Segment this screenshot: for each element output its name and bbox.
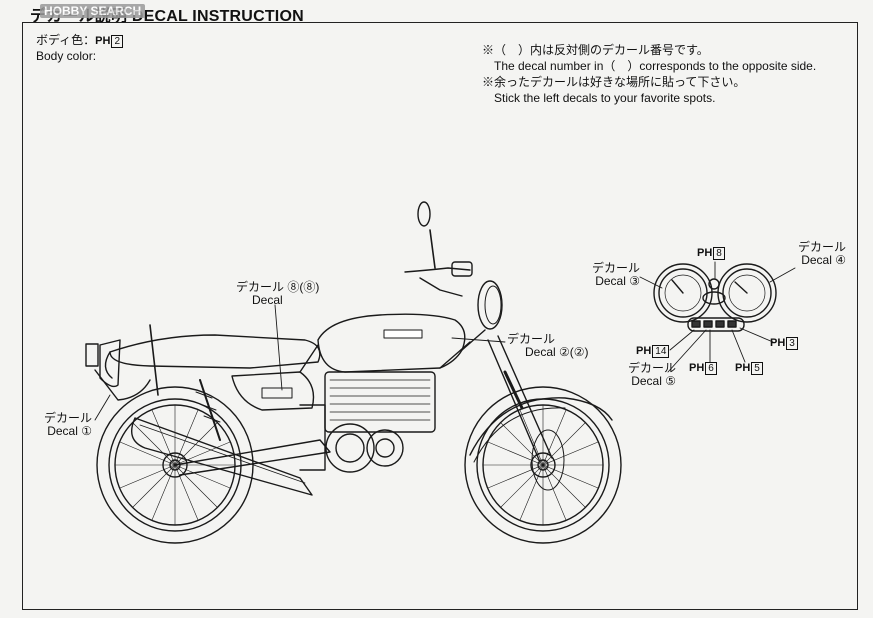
callout-decal-1: デカール Decal ① — [22, 412, 92, 438]
callout-decal-5-en: Decal — [631, 374, 662, 388]
ph-label: PH — [636, 345, 652, 357]
diagram-frame — [22, 22, 858, 610]
callout-decal-8-en: Decal — [252, 293, 283, 307]
callout-decal-4-en: Decal — [801, 253, 832, 267]
engine — [299, 371, 436, 473]
headlight — [477, 280, 503, 330]
seat — [109, 334, 321, 369]
callout-decal-5-jp: デカール — [627, 361, 676, 375]
paint-number: 6 — [705, 362, 717, 375]
leader-lines — [94, 261, 796, 421]
ph-label: PH — [735, 362, 751, 374]
callout-decal-3-en: Decal — [595, 274, 626, 288]
callout-decal-2: デカール Decal ②(②) — [507, 333, 589, 359]
callout-decal-1-num: ① — [81, 424, 92, 438]
note-line-2: The decal number in（ ）corresponds to the… — [494, 59, 817, 73]
handlebar — [404, 201, 473, 297]
callout-decal-4-jp: デカール — [797, 240, 846, 254]
note-line-4: Stick the left decals to your favorite s… — [494, 91, 716, 105]
note-line-1: ※（ ）内は反対側のデカール番号です。 — [482, 43, 709, 57]
side-cover — [231, 371, 315, 411]
callout-decal-5: デカール Decal ⑤ — [596, 362, 676, 388]
callout-decal-8: デカール ⑧(⑧) Decal — [236, 281, 319, 307]
front-fork — [487, 335, 553, 463]
callout-decal-4: デカール Decal ④ — [766, 241, 846, 267]
note-line-3: ※余ったデカールは好きな場所に貼って下さい。 — [482, 75, 746, 89]
callout-decal-2-en: Decal — [525, 345, 556, 359]
callout-decal-4-num: ④ — [835, 253, 846, 267]
paint-number: 14 — [652, 345, 670, 358]
tail-section — [99, 339, 121, 388]
watermark-logo: HOBBY SEARCH — [40, 4, 146, 18]
callout-decal-8-jp: デカール — [236, 280, 285, 294]
callout-decal-8-num: ⑧(⑧) — [287, 280, 320, 294]
callout-decal-3-jp: デカール — [591, 261, 640, 275]
callout-decal-3-num: ③ — [629, 274, 640, 288]
instrument-cluster — [653, 263, 777, 332]
body-color-label-jp: ボディ色： — [36, 33, 96, 47]
paint-number: 8 — [713, 247, 725, 260]
paint-number: 3 — [786, 337, 798, 350]
fuel-tank — [317, 313, 466, 373]
exhaust — [131, 417, 313, 496]
callout-decal-2-num: ②(②) — [559, 345, 589, 359]
callout-decal-1-jp: デカール — [43, 411, 92, 425]
ph-label: PH — [95, 35, 111, 47]
paint-number: 5 — [751, 362, 763, 375]
ph-label: PH — [697, 247, 713, 259]
body-color-en: Body color: — [36, 49, 97, 63]
front-fender — [469, 397, 613, 456]
ph-label: PH — [770, 337, 786, 349]
callout-decal-1-en: Decal — [47, 424, 78, 438]
callout-decal-2-jp: デカール — [507, 332, 556, 346]
callout-decal-3: デカール Decal ③ — [560, 262, 640, 288]
body-color-number: 2 — [111, 35, 124, 48]
ph-label: PH — [689, 362, 705, 374]
callout-decal-5-num: ⑤ — [665, 374, 676, 388]
front-wheel — [464, 386, 622, 544]
